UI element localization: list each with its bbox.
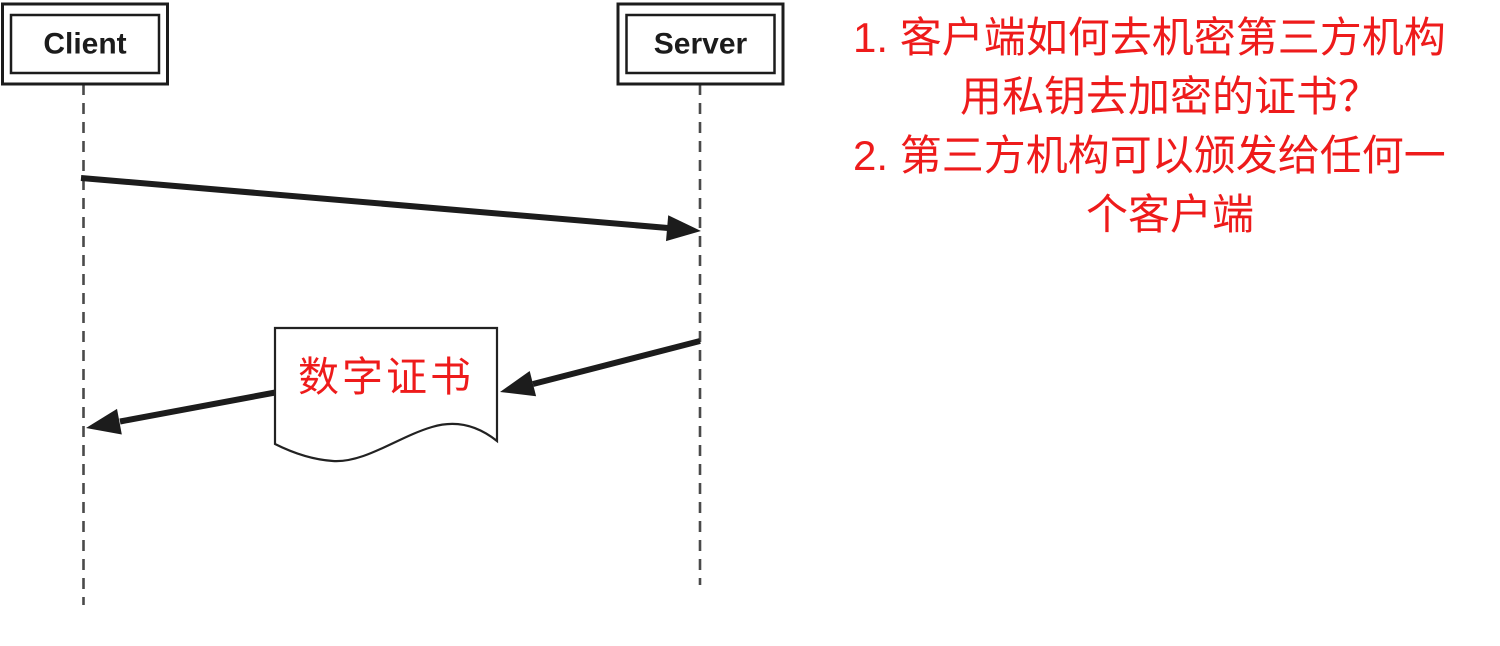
- annotation-line: 用私钥去加密的证书？: [959, 73, 1380, 120]
- message-arrow-client-to-server: [80, 175, 701, 242]
- server-box: [625, 13, 776, 75]
- annotation-line: 1. 客户端如何去机密第三方机构: [853, 14, 1446, 61]
- arrowhead-to-document: [500, 371, 537, 397]
- actor-client: Client: [1, 2, 169, 86]
- document-label: 数字证书: [298, 354, 474, 400]
- arrowhead: [666, 215, 701, 242]
- client-box: [9, 13, 161, 75]
- server-label: Server: [654, 28, 748, 61]
- annotation-line: 2. 第三方机构可以颁发给任何一: [853, 132, 1446, 179]
- actor-server: Server: [616, 2, 785, 86]
- client-label: Client: [43, 28, 126, 61]
- sequence-diagram-canvas: Client Server 数字证书: [1, 2, 785, 605]
- document-shape: [273, 326, 499, 463]
- annotation-line: 个客户端: [1085, 191, 1254, 238]
- arrow-line-server-segment: [532, 338, 701, 387]
- message-arrow-server-to-client: [86, 338, 701, 435]
- arrowhead-to-client: [86, 408, 122, 435]
- arrow-line: [80, 175, 669, 231]
- arrow-line-client-segment: [119, 389, 279, 425]
- annotation-notes: 1. 客户端如何去机密第三方机构 用私钥去加密的证书？ 2. 第三方机构可以颁发…: [853, 8, 1487, 244]
